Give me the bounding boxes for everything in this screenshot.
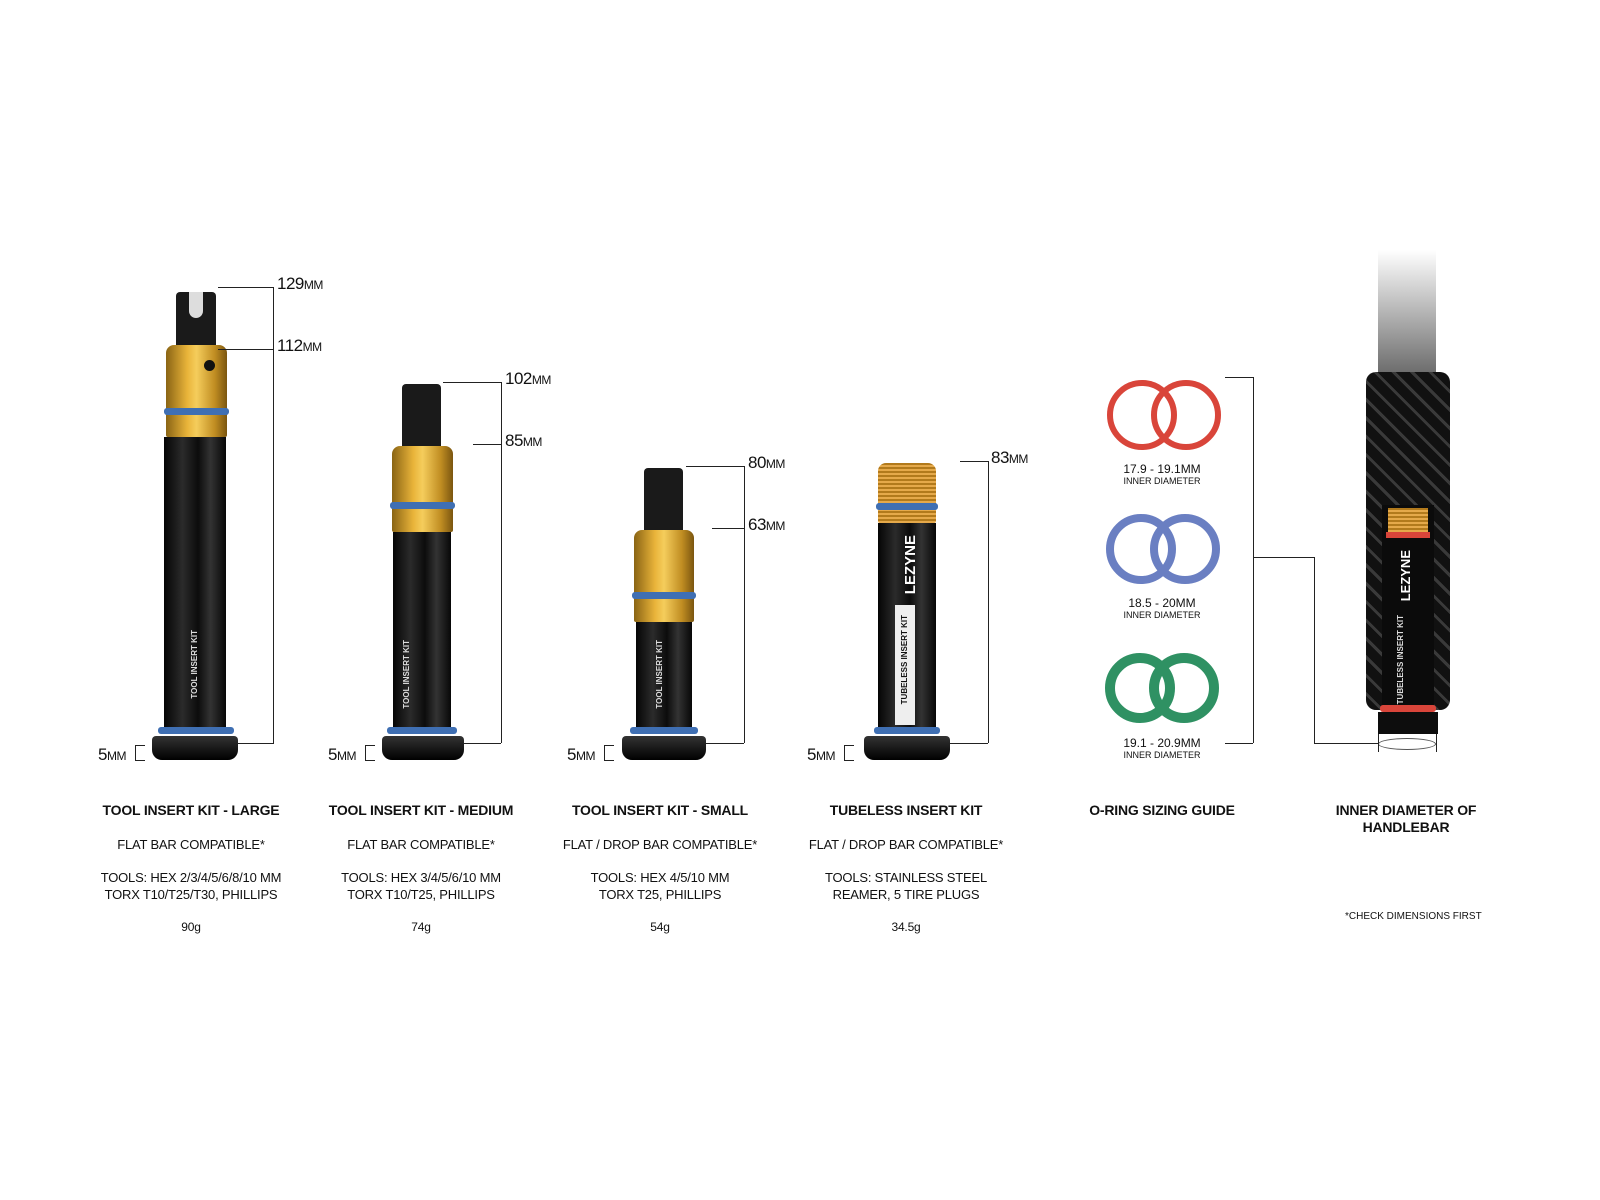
- oring-blue-icon: [1106, 514, 1220, 584]
- compatibility: FLAT BAR COMPATIBLE*: [347, 837, 495, 852]
- weight: 90g: [181, 920, 201, 934]
- unit: MM: [303, 278, 324, 292]
- product-info-medium: TOOL INSERT KIT - MEDIUM FLAT BAR COMPAT…: [301, 802, 541, 936]
- tools-line-1: TOOLS: HEX 3/4/5/6/10 MM: [341, 870, 501, 885]
- unit: MM: [1008, 452, 1029, 466]
- side-label: TOOL INSERT KIT: [655, 640, 664, 709]
- unit: MM: [815, 749, 836, 763]
- weight: 74g: [411, 920, 431, 934]
- oring-range: 18.5 - 20MM: [1128, 596, 1196, 610]
- handlebar-title-1: INNER DIAMETER OF: [1335, 802, 1477, 818]
- oring-range: 19.1 - 20.9MM: [1123, 736, 1201, 750]
- dim-base: 5: [98, 745, 107, 764]
- product-title: TUBELESS INSERT KIT: [829, 802, 983, 818]
- oring-label: INNER DIAMETER: [1123, 750, 1201, 760]
- dim-base: 5: [328, 745, 337, 764]
- dim-max: 83: [991, 448, 1009, 467]
- product-info-large: TOOL INSERT KIT - LARGE FLAT BAR COMPATI…: [71, 802, 311, 936]
- dim-max: 102: [505, 369, 532, 388]
- dim-min: 112: [277, 336, 303, 355]
- oring-label: INNER DIAMETER: [1123, 476, 1201, 486]
- side-label: TOOL INSERT KIT: [190, 630, 199, 699]
- dim-max: 129: [277, 274, 304, 293]
- dim-base: 5: [807, 745, 816, 764]
- oring-range: 17.9 - 19.1MM: [1123, 462, 1201, 476]
- handlebar-title-2: HANDLEBAR: [1362, 819, 1450, 835]
- oring-guide-title: O-RING SIZING GUIDE: [1089, 802, 1235, 818]
- compatibility: FLAT / DROP BAR COMPATIBLE*: [808, 837, 1004, 852]
- unit: MM: [765, 519, 786, 533]
- product-title: TOOL INSERT KIT - SMALL: [571, 802, 749, 818]
- lezyne-logo: LEZYNE: [1398, 550, 1413, 602]
- dim-min: 63: [748, 515, 766, 534]
- unit: MM: [302, 340, 323, 354]
- tools-line-2: REAMER, 5 TIRE PLUGS: [832, 887, 980, 902]
- tools-line-2: TORX T25, PHILLIPS: [598, 887, 722, 902]
- handlebar-info: INNER DIAMETER OF HANDLEBAR: [1286, 802, 1526, 836]
- oring-label: INNER DIAMETER: [1123, 610, 1201, 620]
- lezyne-logo: LEZYNE: [902, 535, 919, 595]
- unit: MM: [106, 749, 127, 763]
- product-title: TOOL INSERT KIT - LARGE: [102, 802, 280, 818]
- tools-line-1: TOOLS: STAINLESS STEEL: [824, 870, 987, 885]
- side-label: TOOL INSERT KIT: [402, 640, 411, 709]
- weight: 54g: [650, 920, 670, 934]
- unit: MM: [522, 435, 543, 449]
- unit: MM: [765, 457, 786, 471]
- dim-max: 80: [748, 453, 766, 472]
- product-info-small: TOOL INSERT KIT - SMALL FLAT / DROP BAR …: [540, 802, 780, 936]
- dim-min: 85: [505, 431, 523, 450]
- product-info-tubeless: TUBELESS INSERT KIT FLAT / DROP BAR COMP…: [786, 802, 1026, 936]
- tools-line-2: TORX T10/T25, PHILLIPS: [347, 887, 495, 902]
- unit: MM: [575, 749, 596, 763]
- side-label: TUBELESS INSERT KIT: [900, 615, 909, 705]
- tools-line-1: TOOLS: HEX 4/5/10 MM: [590, 870, 730, 885]
- unit: MM: [531, 373, 552, 387]
- dim-base: 5: [567, 745, 576, 764]
- tools-line-1: TOOLS: HEX 2/3/4/5/6/8/10 MM: [100, 870, 282, 885]
- oring-guide-info: O-RING SIZING GUIDE: [1042, 802, 1282, 819]
- footnote: *CHECK DIMENSIONS FIRST: [1345, 911, 1482, 922]
- side-label: TUBELESS INSERT KIT: [1396, 615, 1405, 705]
- compatibility: FLAT / DROP BAR COMPATIBLE*: [562, 837, 758, 852]
- unit: MM: [336, 749, 357, 763]
- product-title: TOOL INSERT KIT - MEDIUM: [328, 802, 514, 818]
- oring-green-icon: [1105, 653, 1219, 723]
- tools-line-2: TORX T10/T25/T30, PHILLIPS: [104, 887, 278, 902]
- weight: 34.5g: [891, 920, 921, 934]
- oring-red-icon: [1107, 380, 1221, 450]
- compatibility: FLAT BAR COMPATIBLE*: [117, 837, 265, 852]
